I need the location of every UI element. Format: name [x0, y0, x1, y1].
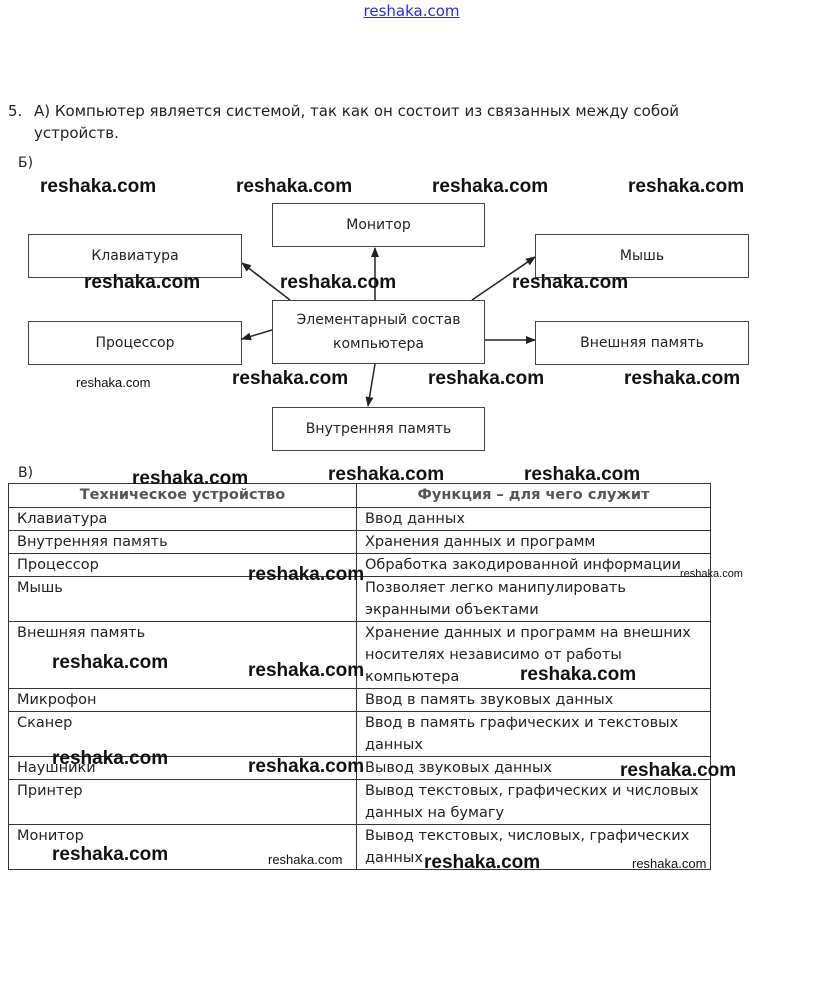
watermark: reshaka.com — [680, 568, 743, 580]
watermark: reshaka.com — [52, 844, 169, 865]
node-center: Элементарный состав компьютера — [272, 300, 485, 364]
cell-function: Хранения данных и программ — [356, 530, 711, 554]
watermark: reshaka.com — [40, 176, 157, 197]
part-a-line2: устройств. — [34, 124, 119, 142]
table-header-row: Техническое устройство Функция – для чег… — [8, 483, 711, 508]
cell-function: Вывод звуковых данных — [356, 756, 711, 780]
arrow-to-internal-memory — [365, 363, 376, 407]
node-processor: Процессор — [28, 321, 242, 365]
part-c-label: В) — [18, 465, 34, 481]
node-center-line2: компьютера — [332, 336, 424, 352]
arrow-to-processor — [241, 329, 273, 341]
node-external-memory: Внешняя память — [535, 321, 749, 365]
node-processor-label: Процессор — [95, 335, 175, 351]
node-monitor-label: Монитор — [346, 217, 411, 233]
node-external-memory-label: Внешняя память — [580, 335, 704, 351]
watermark: reshaka.com — [628, 176, 745, 197]
watermark: reshaka.com — [524, 464, 641, 485]
node-keyboard-label: Клавиатура — [91, 248, 179, 264]
cell-device: Мышь — [8, 576, 357, 622]
cell-function: Хранение данных и программ на внешних но… — [356, 621, 711, 689]
watermark: reshaka.com — [428, 368, 545, 389]
watermark: reshaka.com — [328, 464, 445, 485]
watermark: reshaka.com — [620, 760, 737, 781]
site-link[interactable]: reshaka.com — [363, 2, 460, 20]
node-monitor: Монитор — [272, 203, 485, 247]
node-mouse: Мышь — [535, 234, 749, 278]
watermark: reshaka.com — [236, 176, 353, 197]
node-internal-memory-label: Внутренняя память — [305, 421, 452, 437]
cell-device: Внутренняя память — [8, 530, 357, 554]
watermark: reshaka.com — [248, 564, 365, 585]
cell-function: Ввод данных — [356, 507, 711, 531]
cell-device: Сканер — [8, 711, 357, 757]
part-a-line1: А) Компьютер является системой, так как … — [34, 102, 679, 120]
watermark: reshaka.com — [268, 852, 343, 867]
cell-device: Монитор — [8, 824, 357, 870]
watermark: reshaka.com — [280, 272, 397, 293]
cell-device: Процессор — [8, 553, 357, 577]
watermark: reshaka.com — [632, 856, 707, 871]
watermark: reshaka.com — [132, 468, 249, 489]
cell-function: Ввод в память графических и текстовых да… — [356, 711, 711, 757]
node-keyboard: Клавиатура — [28, 234, 242, 278]
task-number: 5. — [8, 102, 23, 120]
cell-function: Вывод текстовых, графических и числовых … — [356, 779, 711, 825]
watermark: reshaka.com — [52, 748, 169, 769]
part-b-label: Б) — [18, 155, 34, 171]
watermark: reshaka.com — [52, 652, 169, 673]
device-table: Техническое устройство Функция – для чег… — [8, 483, 711, 870]
cell-device: Внешняя память — [8, 621, 357, 689]
watermark: reshaka.com — [512, 272, 629, 293]
watermark: reshaka.com — [248, 756, 365, 777]
watermark: reshaka.com — [520, 664, 637, 685]
cell-device: Наушники — [8, 756, 357, 780]
cell-device: Клавиатура — [8, 507, 357, 531]
cell-function: Позволяет легко манипулировать экранными… — [356, 576, 711, 622]
cell-function: Ввод в память звуковых данных — [356, 688, 711, 712]
cell-function: Вывод текстовых, числовых, графических д… — [356, 824, 711, 870]
cell-function: Обработка закодированной информации — [356, 553, 711, 577]
watermark: reshaka.com — [248, 660, 365, 681]
watermark: reshaka.com — [84, 272, 201, 293]
cell-device: Микрофон — [8, 688, 357, 712]
watermark: reshaka.com — [232, 368, 349, 389]
node-internal-memory: Внутренняя память — [272, 407, 485, 451]
watermark: reshaka.com — [432, 176, 549, 197]
cell-device: Принтер — [8, 779, 357, 825]
node-center-line1: Элементарный состав — [296, 312, 461, 328]
watermark: reshaka.com — [76, 375, 151, 390]
watermark: reshaka.com — [624, 368, 741, 389]
node-mouse-label: Мышь — [619, 248, 665, 264]
header-function: Функция – для чего служит — [356, 483, 711, 508]
header-device: Техническое устройство — [8, 483, 357, 508]
watermark: reshaka.com — [424, 852, 541, 873]
